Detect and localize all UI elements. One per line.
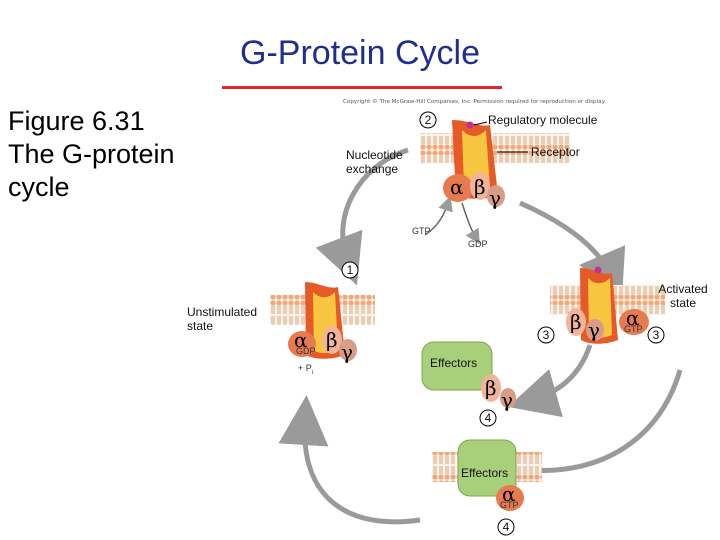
gamma-mid-symbol: γ [501,388,513,412]
step-circle-left [341,261,359,279]
alpha-left [288,331,316,357]
gtp-top-label: GTP [412,226,431,236]
caption-line-2: The G-protein [8,139,175,169]
nucleotide-exchange-label: Nucleotide exchange [346,148,403,176]
step-number-right-b: 3 [652,328,660,342]
pi-text: + P [298,363,312,373]
gtp-right-label: GTP [624,324,643,334]
step-circle-top [419,111,437,129]
gamma-right-symbol: γ [588,318,600,342]
effector-bottom [457,439,517,497]
alpha-top-symbol: α [450,175,464,199]
membrane-top [420,133,570,163]
copyright-notice: Copyright © The McGraw-Hill Companies, I… [343,99,606,105]
beta-left [322,326,342,354]
gamma-right [586,319,604,341]
step-circle-bottom [497,518,515,536]
step-circle-right-a [537,326,555,344]
step-number-bottom: 4 [502,520,510,534]
step-number-mid: 4 [484,411,492,425]
step-circle-right-b [647,326,665,344]
beta-top-symbol: β [474,175,486,199]
pi-subscript: i [311,369,314,376]
effector-mid [421,341,493,391]
step-number-top: 2 [424,113,432,127]
beta-mid-symbol: β [485,376,497,400]
gamma-left [339,339,357,361]
alpha-bottom [496,485,524,511]
slide-title: G-Protein Cycle [240,34,480,72]
caption-line-3: cycle [8,172,70,202]
alpha-top [443,174,473,202]
alpha-right [619,309,649,335]
pi-label: + Pi [298,363,313,376]
beta-left-symbol: β [326,328,338,352]
gtp-in-arrow [424,195,453,236]
effectors-bottom-label: Effectors [461,466,509,480]
receptor-label: Receptor [531,145,580,159]
gdp-left-label: GDP [296,346,316,356]
alpha-bottom-symbol: α [502,482,516,506]
beta-right [566,308,586,336]
beta-mid [481,374,501,402]
cycle-arrow-bottom-left [278,395,421,525]
figure-caption: Figure 6.31 The G-protein cycle [8,105,175,204]
regulatory-molecule-label: Regulatory molecule [488,113,598,127]
gamma-top-symbol: γ [489,186,501,210]
gamma-mid [500,388,516,408]
cycle-arrow-top-left [315,147,409,286]
cycle-arrow-right-down [507,344,593,418]
cycle-arrow-top-right [518,200,626,301]
step-number-right-a: 3 [542,328,550,342]
effectors-mid-label: Effectors [430,356,478,370]
gdp-top-label: GDP [468,239,488,249]
unstimulated-state-label: Unstimulated state [187,305,258,333]
gtp-bottom-label: GTP [500,500,519,510]
alpha-right-symbol: α [626,306,640,330]
beta-right-symbol: β [570,310,582,334]
activated-state-label: Activated state [658,282,708,310]
regulatory-molecule [466,121,474,129]
gamma-left-symbol: γ [341,340,353,364]
gamma-top [487,185,505,207]
step-number-left: 1 [346,263,354,277]
alpha-left-symbol: α [294,328,308,352]
caption-line-1: Figure 6.31 [8,106,145,136]
title-underline [222,86,502,89]
gdp-out-arrow [461,202,480,245]
regulatory-molecule-right [594,266,602,274]
step-circle-mid [479,409,497,427]
cycle-arrow-bottom-right [529,369,683,473]
beta-top [470,172,490,200]
